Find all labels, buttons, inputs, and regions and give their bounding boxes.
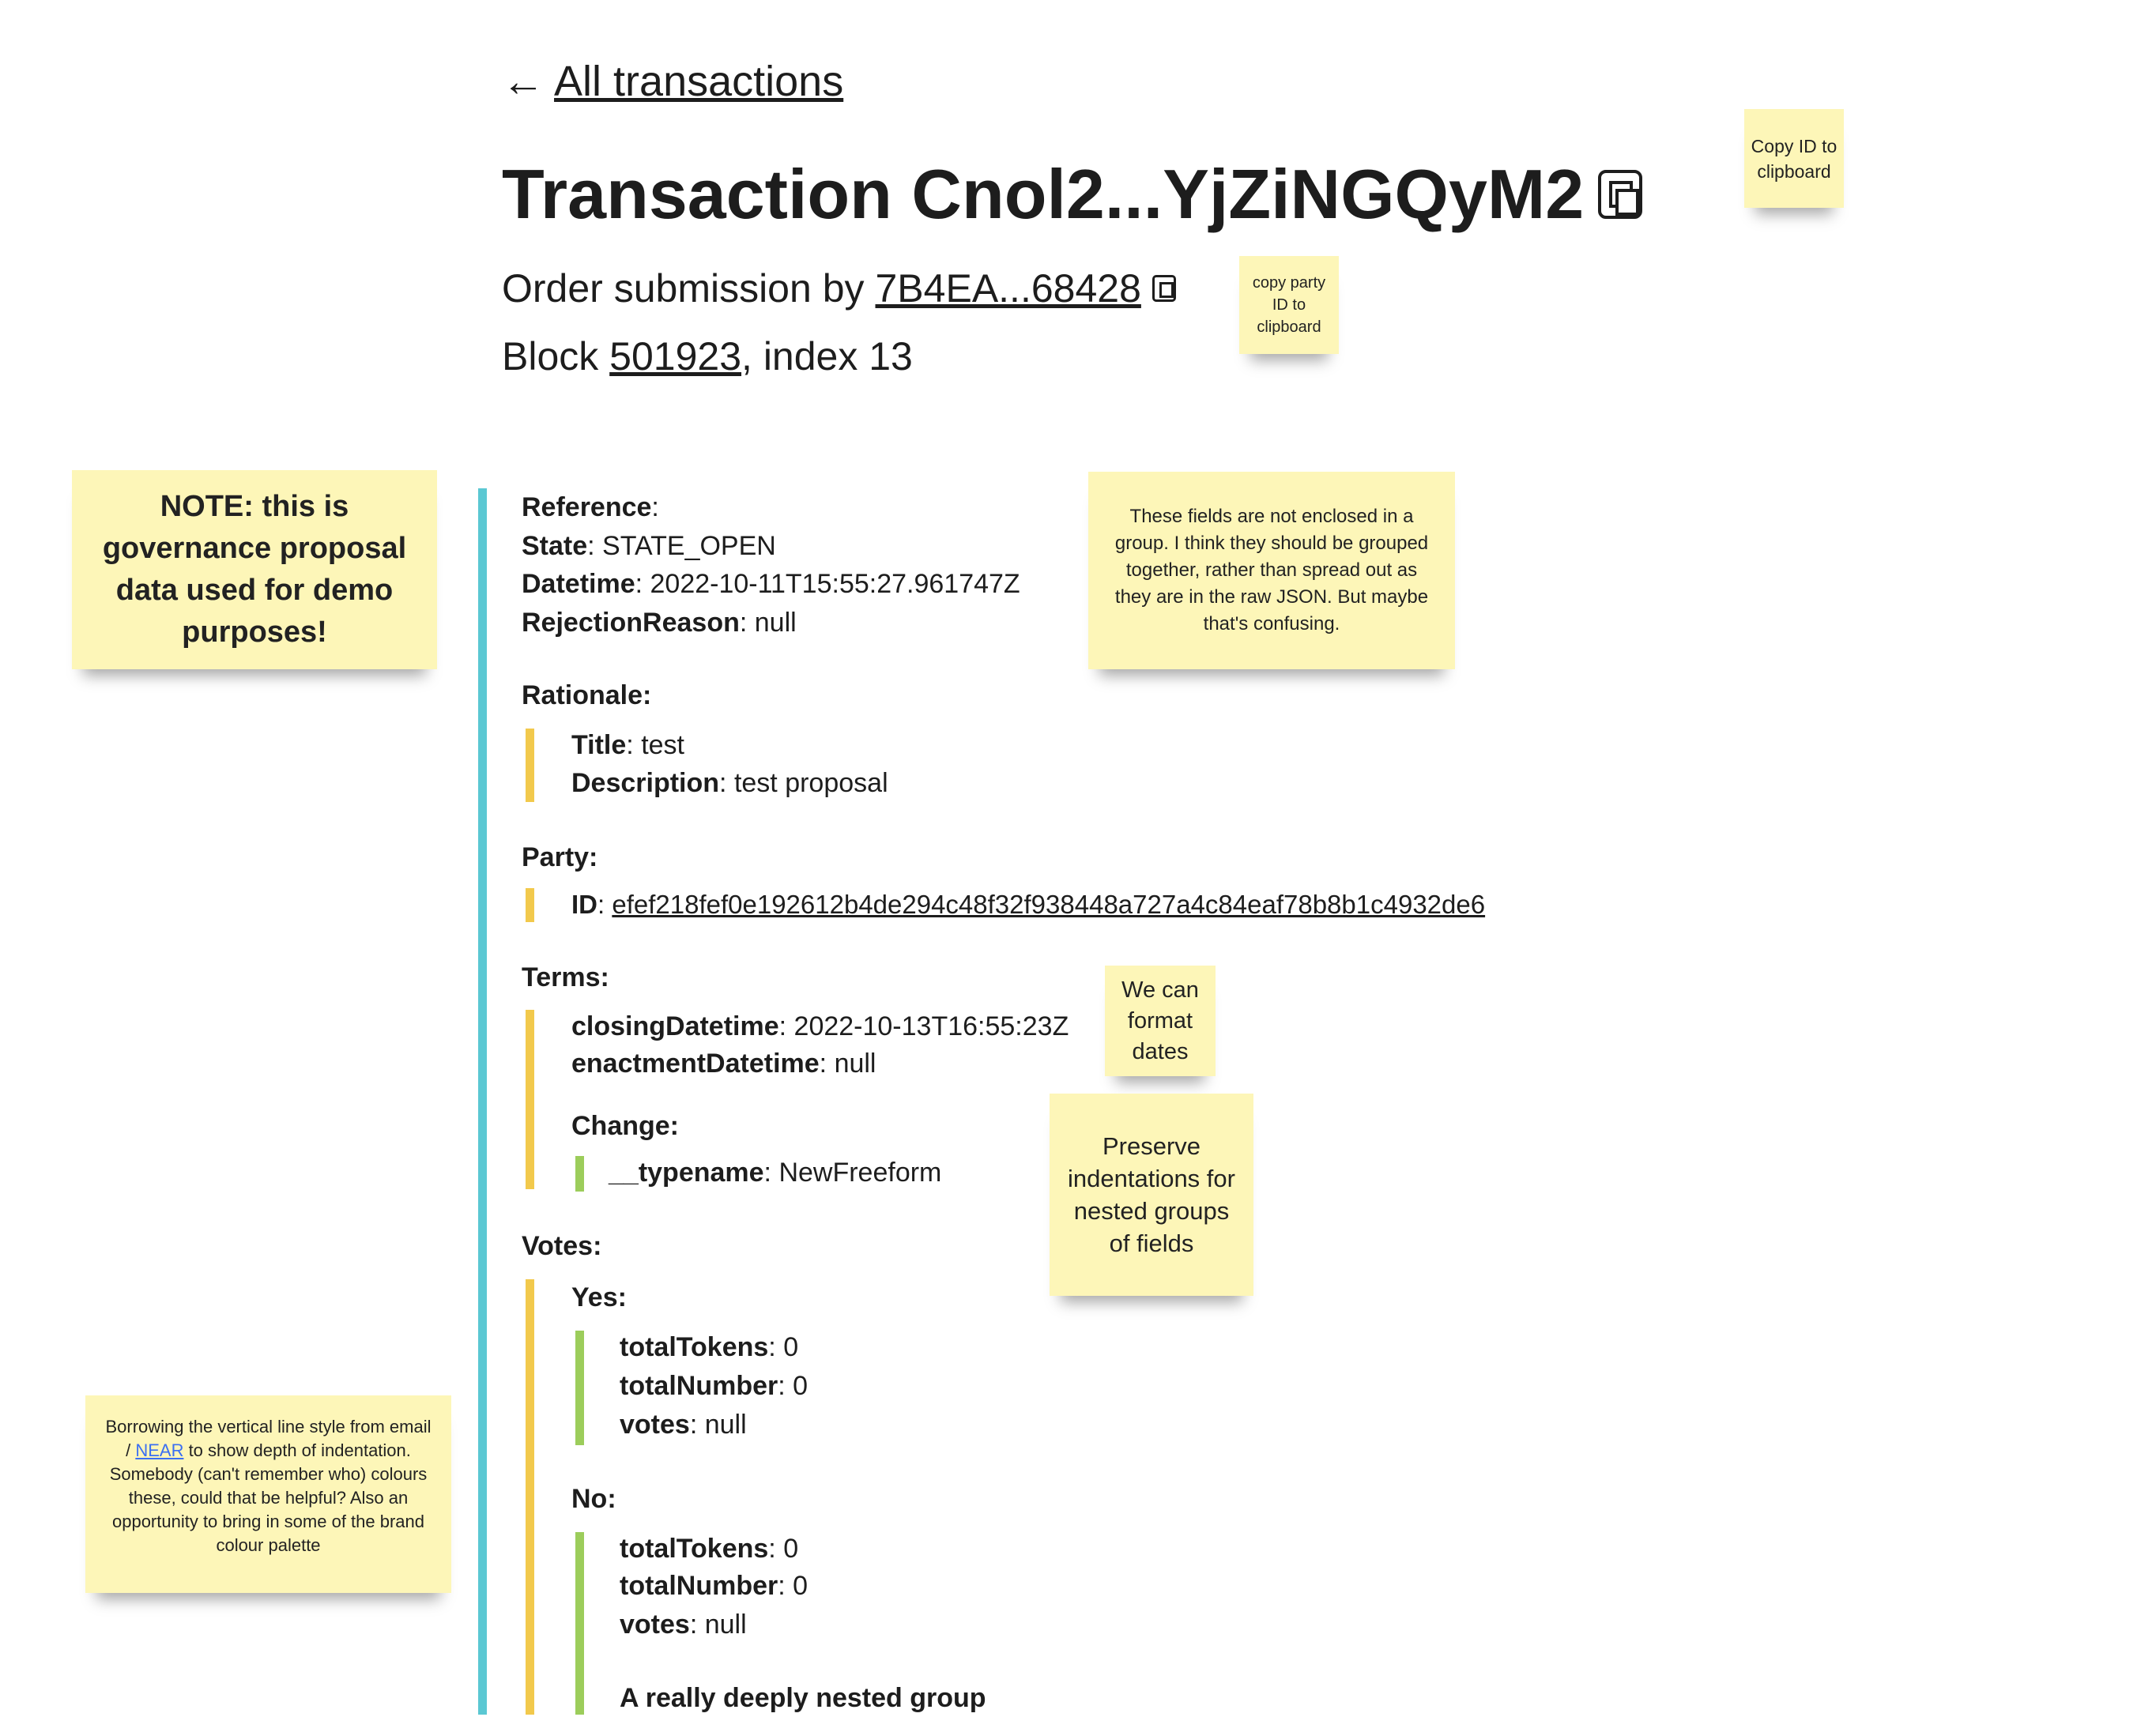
level1-bar	[526, 888, 534, 922]
block-line: Block 501923, index 13	[502, 333, 913, 379]
submitter-line: Order submission by 7B4EA...68428	[502, 265, 1176, 311]
title-prefix: Transaction	[502, 155, 892, 233]
group-rationale: Rationale:	[522, 680, 652, 710]
sticky-note-copy-party: copy party ID to clipboard	[1239, 256, 1339, 354]
field-state: State: STATE_OPEN	[522, 531, 776, 561]
field-typename: __typename: NewFreeform	[609, 1158, 942, 1188]
field-enactment-datetime: enactmentDatetime: null	[571, 1049, 876, 1079]
party-id-link[interactable]: efef218fef0e192612b4de294c48f32f938448a7…	[612, 890, 1486, 919]
group-no: No:	[571, 1484, 616, 1514]
level2-bar	[575, 1532, 584, 1715]
field-no-total-tokens: totalTokens: 0	[620, 1534, 799, 1564]
level0-bar	[478, 488, 487, 1715]
sticky-note-format-dates: We can format dates	[1105, 966, 1216, 1076]
block-label: Block	[502, 334, 599, 378]
copy-icon[interactable]	[1598, 170, 1643, 219]
field-yes-total-number: totalNumber: 0	[620, 1371, 808, 1401]
back-nav: ← All transactions	[502, 57, 843, 106]
arrow-left-icon: ←	[502, 58, 545, 105]
field-description: Description: test proposal	[571, 768, 888, 798]
near-link[interactable]: NEAR	[135, 1440, 184, 1460]
copy-icon[interactable]	[1152, 275, 1176, 302]
level1-bar	[526, 1010, 534, 1189]
submitter-label: Order submission by	[502, 266, 865, 311]
level1-bar	[526, 1279, 534, 1715]
group-party: Party:	[522, 842, 598, 872]
block-link[interactable]: 501923	[609, 334, 742, 378]
level2-bar	[575, 1156, 584, 1192]
field-closing-datetime: closingDatetime: 2022-10-13T16:55:23Z	[571, 1011, 1069, 1041]
field-no-votes: votes: null	[620, 1610, 747, 1640]
all-transactions-link[interactable]: All transactions	[554, 58, 844, 105]
field-yes-votes: votes: null	[620, 1410, 747, 1440]
sticky-note-borrowing: Borrowing the vertical line style from e…	[85, 1395, 451, 1593]
sticky-note-copy-id: Copy ID to clipboard	[1744, 109, 1844, 208]
field-title: Title: test	[571, 730, 684, 760]
sticky-note-preserve: Preserve indentations for nested groups …	[1050, 1094, 1253, 1296]
field-party-id: ID: efef218fef0e192612b4de294c48f32f9384…	[571, 890, 1486, 919]
field-no-total-number: totalNumber: 0	[620, 1571, 808, 1601]
page-title: Transaction Cnol2...YjZiNGQyM2	[502, 154, 1643, 235]
party-link[interactable]: 7B4EA...68428	[875, 266, 1141, 311]
group-yes: Yes:	[571, 1282, 627, 1312]
index-label: , index 13	[741, 334, 913, 378]
sticky-note-fields-group: These fields are not enclosed in a group…	[1088, 472, 1455, 669]
level1-bar	[526, 729, 534, 802]
sticky-note-governance: NOTE: this is governance proposal data u…	[72, 470, 437, 669]
group-change: Change:	[571, 1111, 679, 1141]
field-rejection-reason: RejectionReason: null	[522, 608, 797, 638]
transaction-id: Cnol2...YjZiNGQyM2	[911, 155, 1585, 233]
group-terms: Terms:	[522, 962, 609, 992]
field-datetime: Datetime: 2022-10-11T15:55:27.961747Z	[522, 569, 1020, 599]
group-votes: Votes:	[522, 1231, 602, 1261]
field-reference: Reference:	[522, 492, 659, 522]
group-deeply-nested: A really deeply nested group	[620, 1683, 986, 1713]
field-yes-total-tokens: totalTokens: 0	[620, 1332, 799, 1362]
level2-bar	[575, 1331, 584, 1445]
